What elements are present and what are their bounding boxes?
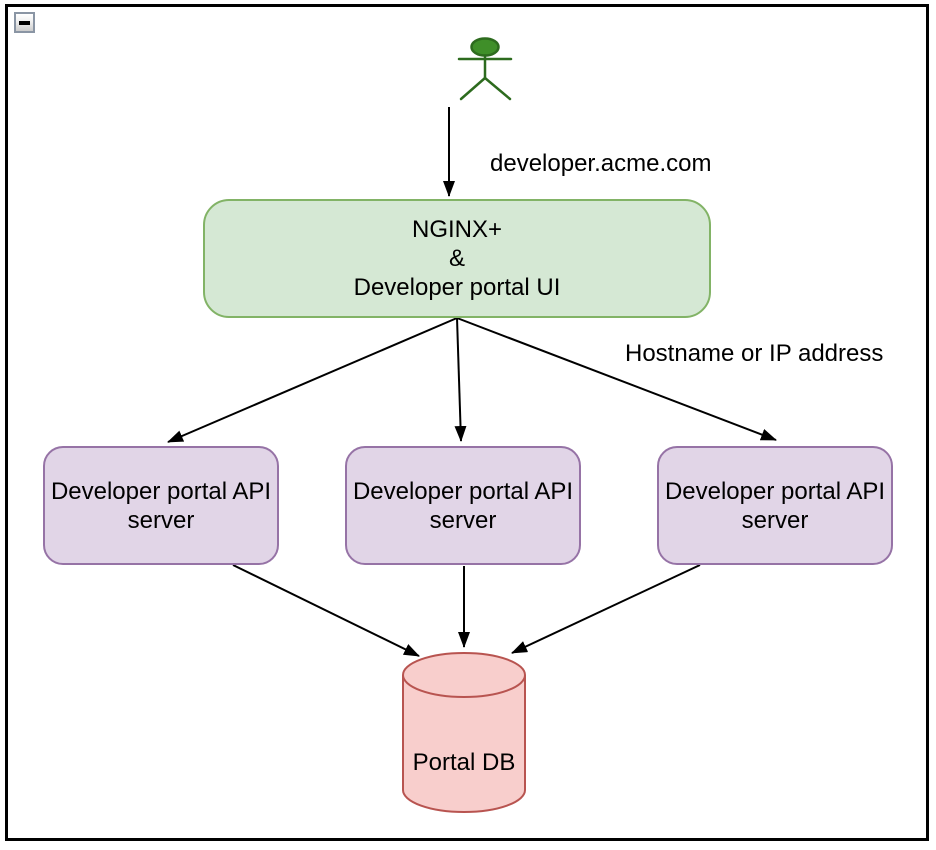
edge-api3-to-db[interactable]	[511, 564, 701, 654]
actor-figure[interactable]	[457, 37, 513, 101]
edge-nginx-to-api1[interactable]	[167, 317, 458, 443]
collapse-button[interactable]	[14, 12, 35, 33]
edge-nginx-to-api2[interactable]	[454, 317, 467, 442]
database-cylinder[interactable]	[402, 652, 526, 813]
actor-head	[470, 37, 500, 57]
api-server-node-1[interactable]: Developer portal API server	[43, 446, 279, 565]
nginx-node-line3: Developer portal UI	[353, 274, 561, 301]
api-server-node-2[interactable]: Developer portal API server	[345, 446, 581, 565]
nginx-node-line1: NGINX+	[411, 216, 503, 243]
cylinder-body	[402, 652, 526, 813]
actor-leg-left	[459, 76, 487, 101]
api-server-2-line1: Developer portal API	[352, 477, 574, 505]
cylinder-rim	[402, 674, 526, 698]
hostname-label: Hostname or IP address	[625, 340, 884, 367]
request-url-label: developer.acme.com	[490, 150, 712, 177]
minus-icon	[19, 20, 30, 25]
api-server-1-line2: server	[127, 506, 195, 534]
api-server-3-line1: Developer portal API	[664, 477, 886, 505]
actor-leg-right	[483, 76, 512, 101]
nginx-node-line2: &	[448, 245, 465, 272]
edge-nginx-to-api3[interactable]	[456, 317, 777, 441]
api-server-2-line2: server	[429, 506, 497, 534]
api-server-node-3[interactable]: Developer portal API server	[657, 446, 893, 565]
api-server-3-line2: server	[741, 506, 809, 534]
api-server-1-line1: Developer portal API	[50, 477, 272, 505]
nginx-node[interactable]: NGINX+ & Developer portal UI	[203, 199, 711, 318]
db-label: Portal DB	[412, 749, 516, 776]
edge-api1-to-db[interactable]	[232, 564, 420, 657]
